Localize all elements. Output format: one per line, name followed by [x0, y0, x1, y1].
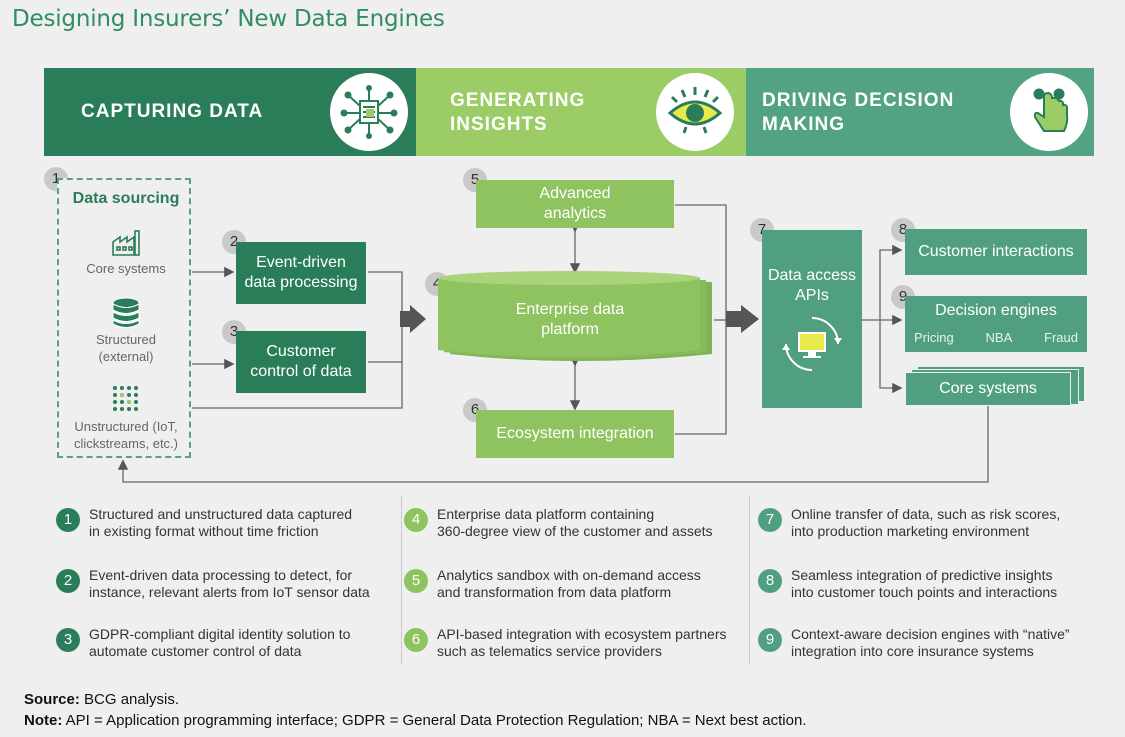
box-label-line: Advanced: [539, 185, 611, 202]
box-label-line: Event-driven: [256, 254, 346, 271]
legend-line: Event-driven data processing to detect, …: [89, 567, 353, 583]
phase-banner: CAPTURING DATA GENERATING INSIGHTS DRIVI…: [44, 68, 1094, 156]
note-label: Note:: [24, 712, 63, 729]
box-label-line: APIs: [795, 287, 829, 304]
legend-line: into production marketing environment: [791, 523, 1030, 539]
advanced-analytics-box: Advanced analytics: [476, 180, 674, 228]
legend-number-6: 6: [404, 628, 428, 652]
legend-number-7: 7: [758, 508, 782, 532]
eye-icon: [656, 73, 734, 151]
legend-divider: [749, 496, 750, 664]
box-label-line: platform: [541, 321, 599, 338]
decision-type-fraud: Fraud: [1044, 330, 1078, 345]
decision-engine-types: Pricing NBA Fraud: [914, 328, 1078, 348]
legend-line: automate customer control of data: [89, 643, 302, 659]
legend-line: such as telematics service providers: [437, 643, 662, 659]
box-label-line: analytics: [543, 205, 607, 222]
box-label-line: Enterprise data: [515, 301, 625, 318]
legend-line: GDPR-compliant digital identity solution…: [89, 626, 351, 642]
source-label: Source:: [24, 691, 80, 708]
decision-type-pricing: Pricing: [914, 330, 954, 345]
legend-line: Context-aware decision engines with “nat…: [791, 626, 1070, 642]
legend-number-4: 4: [404, 508, 428, 532]
unstructured-label: Unstructured (IoT,: [74, 419, 178, 434]
legend-number-3: 3: [56, 628, 80, 652]
database-icon: [112, 297, 140, 328]
legend-number-1: 1: [56, 508, 80, 532]
legend-line: 360-degree view of the customer and asse…: [437, 523, 713, 539]
legend-text-7: Online transfer of data, such as risk sc…: [791, 506, 1086, 540]
box-label-line: Ecosystem integration: [496, 425, 654, 442]
banner-driving-label-1: DRIVING DECISION: [762, 90, 955, 111]
legend-line: Enterprise data platform containing: [437, 506, 655, 522]
legend-line: instance, relevant alerts from IoT senso…: [89, 584, 370, 600]
core-systems-label: Core systems: [86, 261, 166, 276]
legend-text-8: Seamless integration of predictive insig…: [791, 567, 1086, 601]
decision-type-nba: NBA: [985, 330, 1013, 345]
api-monitor-icon: [782, 317, 842, 371]
enterprise-platform-cylinder: [438, 271, 712, 361]
box-label-line: control of data: [250, 363, 352, 380]
customer-interactions-box: Customer interactions: [905, 229, 1087, 275]
note-text: API = Application programming interface;…: [62, 712, 807, 729]
structured-external-label: (external): [98, 349, 154, 364]
box-label-line: Data access: [767, 267, 857, 284]
box-label-line: Customer: [266, 343, 336, 360]
touch-hand-icon: [1010, 73, 1088, 151]
legend-text-2: Event-driven data processing to detect, …: [89, 567, 384, 601]
page-title: Designing Insurers’ New Data Engines: [12, 6, 445, 32]
abbreviation-note: Note: API = Application programming inte…: [24, 712, 806, 729]
decision-engines-box: Decision engines Pricing NBA Fraud: [905, 296, 1087, 352]
legend-line: into customer touch points and interacti…: [791, 584, 1058, 600]
box-label-line: data processing: [244, 274, 358, 291]
source-note: Source: BCG analysis.: [24, 691, 179, 708]
source-text: BCG analysis.: [79, 691, 180, 708]
data-network-icon: [330, 73, 408, 151]
data-sourcing-title: Data sourcing: [72, 190, 180, 207]
banner-capturing-label: CAPTURING DATA: [81, 101, 264, 122]
core-systems-box: Core systems: [905, 372, 1071, 406]
legend-line: Seamless integration of predictive insig…: [791, 567, 1053, 583]
event-driven-processing-box: Event-driven data processing: [236, 242, 366, 304]
enterprise-platform-label: Enterprise data platform: [438, 290, 702, 350]
box-label-line: Customer interactions: [918, 243, 1074, 260]
banner-generating-label-1: GENERATING: [450, 90, 586, 111]
legend-line: and transformation from data platform: [437, 584, 672, 600]
legend-text-1: Structured and unstructured data capture…: [89, 506, 384, 540]
banner-generating-label-2: INSIGHTS: [450, 114, 548, 135]
structured-label: Structured: [96, 332, 156, 347]
legend-number-5: 5: [404, 569, 428, 593]
legend-line: Structured and unstructured data capture…: [89, 506, 353, 522]
box-label-line: Decision engines: [935, 302, 1057, 319]
legend-line: Online transfer of data, such as risk sc…: [791, 506, 1061, 522]
legend-line: API-based integration with ecosystem par…: [437, 626, 727, 642]
box-label-line: Core systems: [939, 380, 1037, 397]
customer-control-box: Customer control of data: [236, 331, 366, 393]
legend-text-3: GDPR-compliant digital identity solution…: [89, 626, 384, 660]
factory-icon: [112, 230, 140, 256]
data-sourcing-panel: Data sourcing Core systems Structured (e…: [57, 178, 191, 458]
legend-divider: [401, 496, 402, 664]
legend-number-9: 9: [758, 628, 782, 652]
dot-grid-icon: [113, 386, 138, 411]
legend-line: Analytics sandbox with on-demand access: [437, 567, 701, 583]
legend-number-8: 8: [758, 569, 782, 593]
legend-number-2: 2: [56, 569, 80, 593]
banner-driving-label-2: MAKING: [762, 114, 846, 135]
legend-text-9: Context-aware decision engines with “nat…: [791, 626, 1086, 660]
clickstreams-label: clickstreams, etc.): [73, 436, 178, 451]
legend-text-6: API-based integration with ecosystem par…: [437, 626, 732, 660]
legend-line: integration into core insurance systems: [791, 643, 1034, 659]
legend-line: in existing format without time friction: [89, 523, 319, 539]
ecosystem-integration-box: Ecosystem integration: [476, 410, 674, 458]
